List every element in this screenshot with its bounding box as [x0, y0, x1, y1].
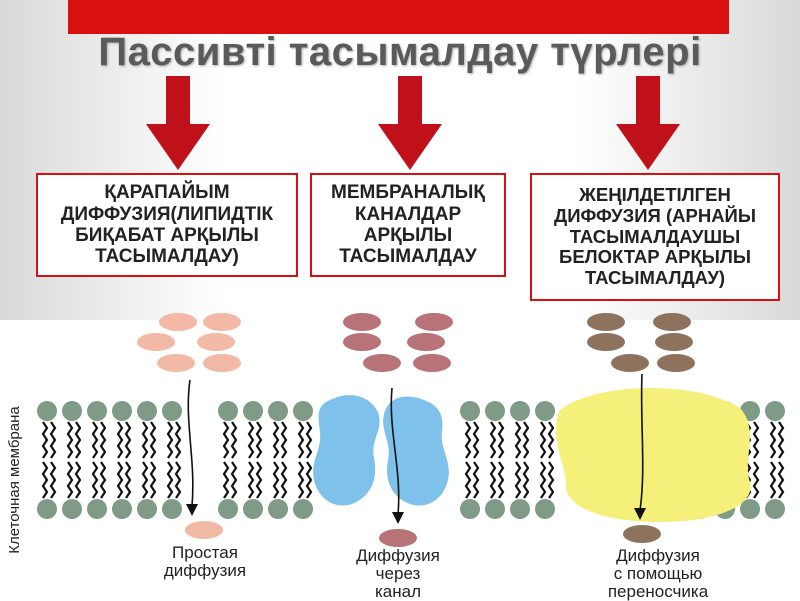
top-accent-bar [68, 0, 729, 34]
page-title: Пассивті тасымалдау түрлері [98, 30, 702, 74]
down-arrow-icon [146, 76, 210, 170]
channel-protein [313, 395, 449, 506]
molecules-carrier [587, 313, 695, 543]
down-arrow-icon [616, 76, 680, 170]
membrane-side-label: Клеточная мембрана [6, 406, 23, 554]
caption-channel-diffusion: Диффузия через канал [356, 546, 440, 601]
molecules-channel [343, 313, 453, 547]
molecules-simple [137, 313, 241, 539]
membrane-illustration [35, 313, 787, 547]
category-label: ЖЕҢІЛДЕТІЛГЕН ДИФФУЗИЯ (АРНАЙЫ ТАСЫМАЛДА… [554, 184, 756, 289]
caption-simple-diffusion: Простая диффузия [163, 543, 247, 580]
caption-carrier-diffusion: Диффузия с помощью переносчика [607, 546, 709, 601]
down-arrow-icon [378, 76, 442, 170]
carrier-protein [555, 388, 751, 522]
transport-arrows [187, 373, 644, 515]
category-box-simple-diffusion: ҚАРАПАЙЫМ ДИФФУЗИЯ(ЛИПИДТІК БИҚАБАТ АРҚЫ… [36, 173, 298, 277]
category-label: МЕМБРАНАЛЫҚ КАНАЛДАР АРҚЫЛЫ ТАСЫМАЛДАУ [331, 182, 485, 268]
category-label: ҚАРАПАЙЫМ ДИФФУЗИЯ(ЛИПИДТІК БИҚАБАТ АРҚЫ… [60, 182, 274, 268]
category-box-facilitated-diffusion: ЖЕҢІЛДЕТІЛГЕН ДИФФУЗИЯ (АРНАЙЫ ТАСЫМАЛДА… [530, 173, 780, 301]
category-box-channel-transport: МЕМБРАНАЛЫҚ КАНАЛДАР АРҚЫЛЫ ТАСЫМАЛДАУ [310, 173, 506, 277]
